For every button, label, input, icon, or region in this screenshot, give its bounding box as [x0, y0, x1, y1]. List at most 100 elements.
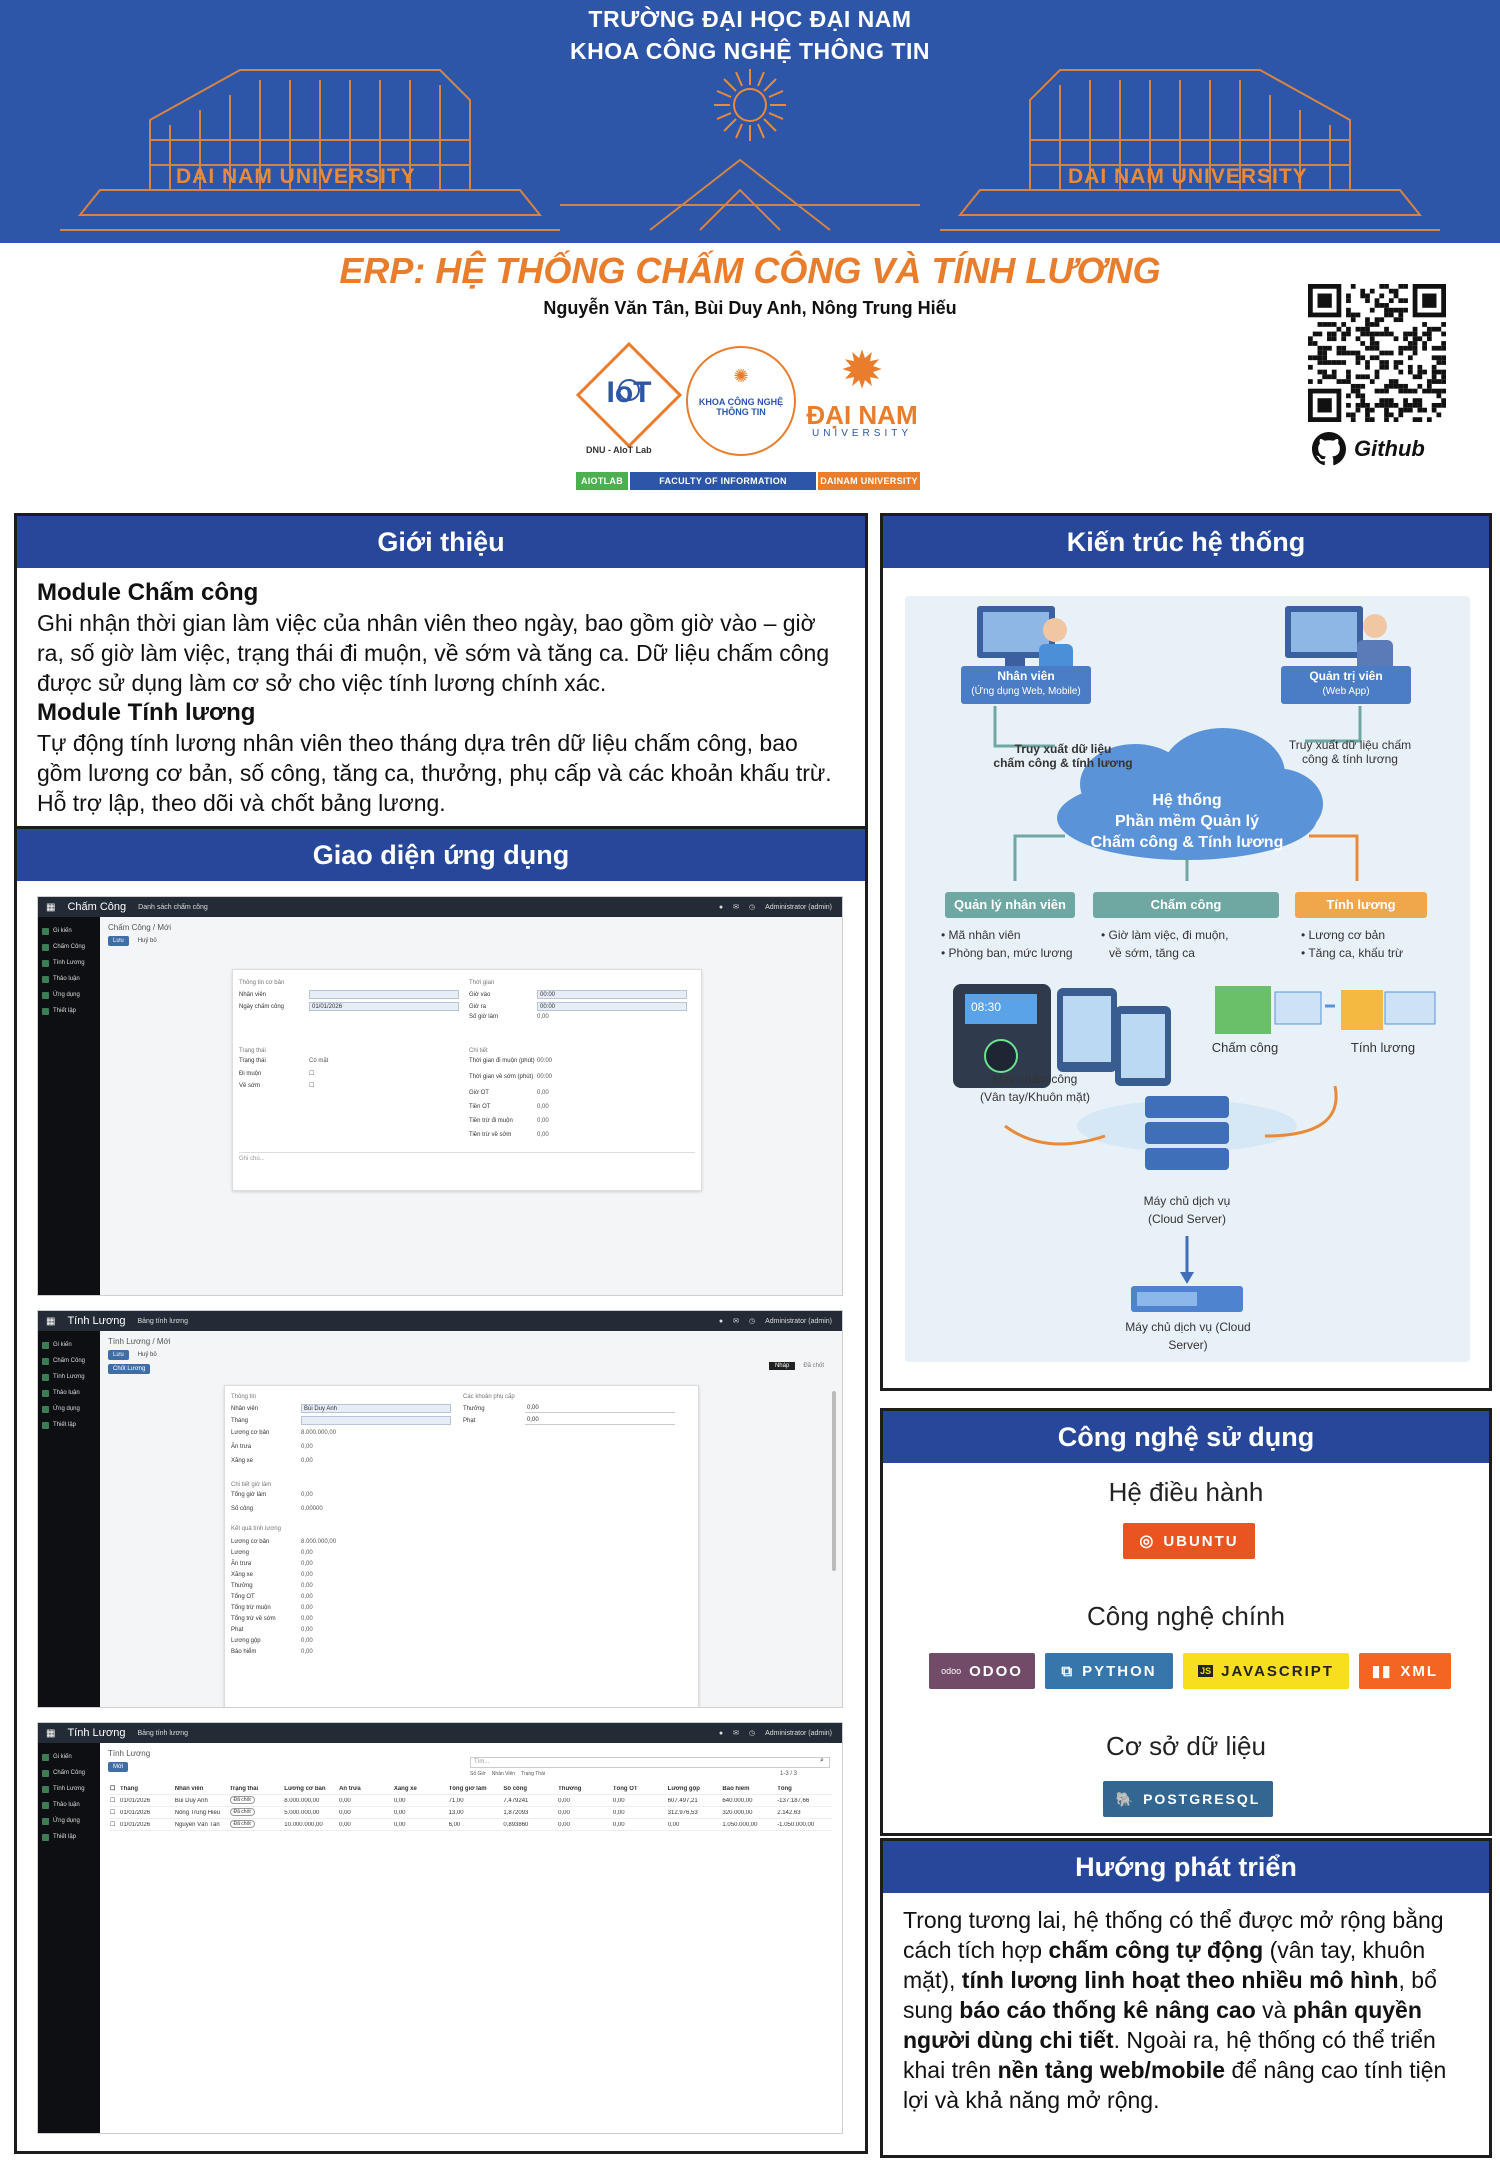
filter-chip[interactable]: Trạng Thái	[521, 1771, 545, 1777]
user-menu[interactable]: Administrator (admin)	[765, 903, 832, 911]
date-field[interactable]: 01/01/2026	[309, 1002, 459, 1011]
app-name[interactable]: Chấm Công	[67, 901, 127, 913]
bug-icon[interactable]: ●	[718, 1317, 724, 1325]
row-checkbox[interactable]: ☐	[110, 1822, 116, 1828]
sidebar-item[interactable]: Thiết lập	[38, 1829, 100, 1845]
sidebar-item[interactable]: Gi kiến	[38, 1749, 100, 1765]
github-link[interactable]: Github	[1312, 432, 1425, 466]
apps-grid-icon[interactable]: ▦	[46, 1315, 56, 1327]
employee-field[interactable]	[309, 990, 459, 999]
fine-field[interactable]: 0,00	[525, 1416, 675, 1425]
breadcrumb[interactable]: Tính Lương	[108, 1749, 151, 1758]
pager[interactable]: 1-3 / 3	[780, 1771, 798, 1777]
early-checkbox[interactable]: ☐	[309, 1083, 315, 1089]
clock-icon[interactable]: ◷	[748, 1730, 756, 1737]
sidebar-item[interactable]: Chấm Công	[38, 939, 100, 955]
note-field[interactable]: Ghi chú...	[239, 1152, 695, 1162]
scrollbar[interactable]	[832, 1391, 836, 1571]
column-header[interactable]: Tháng	[120, 1785, 138, 1792]
save-button[interactable]: Lưu	[108, 1350, 129, 1360]
status-done[interactable]: Đã chốt	[803, 1363, 824, 1369]
status-draft[interactable]: Nháp	[768, 1362, 796, 1370]
sidebar-item[interactable]: Gi kiến	[38, 923, 100, 939]
column-header[interactable]: Thưởng	[558, 1785, 582, 1792]
sidebar-item[interactable]: Thảo luận	[38, 971, 100, 987]
sidebar-item[interactable]: Ứng dụng	[38, 1401, 100, 1417]
breadcrumb[interactable]: Tính Lương / Mới	[108, 1337, 171, 1346]
employee-field[interactable]: Bùi Duy Anh	[301, 1404, 451, 1413]
column-header[interactable]: Tổng OT	[612, 1785, 638, 1792]
app-name[interactable]: Tính Lương	[67, 1727, 126, 1739]
late-checkbox[interactable]: ☐	[309, 1071, 315, 1077]
column-header[interactable]: Xăng xe	[393, 1785, 417, 1792]
column-header[interactable]: Trạng thái	[229, 1785, 259, 1792]
column-header[interactable]: Lương cơ bản	[284, 1785, 326, 1792]
sidebar-item[interactable]: Thiết lập	[38, 1417, 100, 1433]
chat-icon[interactable]: ✉	[733, 1730, 739, 1737]
save-button[interactable]: Lưu	[108, 936, 129, 946]
bug-icon[interactable]: ●	[718, 1729, 724, 1737]
architecture-diagram: Nhân viên (Ứng dụng Web, Mobile) Quản tr…	[905, 596, 1470, 1362]
sidebar-item[interactable]: Chấm Công	[38, 1353, 100, 1369]
column-header[interactable]: Bảo hiểm	[722, 1785, 750, 1792]
column-header[interactable]: Số công	[503, 1785, 528, 1792]
row-checkbox[interactable]: ☐	[110, 1798, 116, 1804]
user-menu[interactable]: Administrator (admin)	[765, 1729, 832, 1737]
menu-payroll[interactable]: Bảng tính lương	[137, 1729, 188, 1737]
apps-grid-icon[interactable]: ▦	[46, 901, 56, 913]
checkin-field[interactable]: 00:00	[537, 990, 687, 999]
table-cell: 0,00	[339, 1809, 351, 1816]
clock-icon[interactable]: ◷	[748, 1318, 756, 1325]
clock-icon[interactable]: ◷	[748, 904, 756, 911]
chat-icon[interactable]: ✉	[733, 904, 739, 911]
sidebar-item[interactable]: Ứng dụng	[38, 1813, 100, 1829]
bug-icon[interactable]: ●	[718, 903, 724, 911]
menu-payroll[interactable]: Bảng tính lương	[137, 1317, 188, 1325]
confirm-payroll-button[interactable]: Chốt Lương	[108, 1364, 151, 1374]
breadcrumb[interactable]: Chấm Công / Mới	[108, 923, 172, 932]
checkout-field[interactable]: 00:00	[537, 1002, 687, 1011]
result-value: 8.000.000,00	[301, 1538, 337, 1545]
search-input[interactable]: Tìm...	[470, 1757, 830, 1768]
column-header[interactable]: Ăn trưa	[339, 1785, 361, 1792]
table-cell: 01/01/2026	[120, 1797, 151, 1804]
filter-chip[interactable]: Số Giờ	[470, 1771, 486, 1777]
month-field[interactable]	[301, 1416, 451, 1425]
qr-code[interactable]	[1308, 284, 1446, 422]
sidebar-item[interactable]: Chấm Công	[38, 1765, 100, 1781]
select-all-checkbox[interactable]: ☐	[110, 1786, 116, 1792]
sidebar-item[interactable]: Gi kiến	[38, 1337, 100, 1353]
row-checkbox[interactable]: ☐	[110, 1810, 116, 1816]
menu-attendance-list[interactable]: Danh sách chấm công	[138, 903, 208, 911]
sidebar-item[interactable]: Thảo luận	[38, 1385, 100, 1401]
sidebar-item[interactable]: Ứng dụng	[38, 987, 100, 1003]
github-label: Github	[1354, 436, 1425, 461]
table-cell: 607.497,21	[667, 1797, 698, 1804]
sidebar-item[interactable]: Tính Lương	[38, 1369, 100, 1385]
discard-button[interactable]: Huỷ bỏ	[137, 938, 157, 944]
filter-chip[interactable]: Nhân Viên	[491, 1771, 516, 1777]
search-icon[interactable]: ⌕	[820, 1757, 824, 1764]
column-header[interactable]: Lương gộp	[667, 1785, 700, 1792]
state-value[interactable]: Có mặt	[309, 1058, 329, 1064]
new-button[interactable]: Mới	[108, 1762, 129, 1772]
apps-grid-icon[interactable]: ▦	[46, 1727, 56, 1739]
sidebar-item[interactable]: Thiết lập	[38, 1003, 100, 1019]
sidebar-item[interactable]: Thảo luận	[38, 1797, 100, 1813]
user-menu[interactable]: Administrator (admin)	[765, 1317, 832, 1325]
column-header[interactable]: Tổng giờ làm	[448, 1785, 487, 1792]
chat-icon[interactable]: ✉	[733, 1318, 739, 1325]
bonus-field[interactable]: 0,00	[525, 1404, 675, 1413]
discard-button[interactable]: Huỷ bỏ	[137, 1352, 157, 1358]
sidebar-item[interactable]: Tính Lương	[38, 1781, 100, 1797]
right-flow-label: Truy xuất dữ liệu chấm công & tính lương	[1288, 738, 1412, 766]
column-header[interactable]: Nhân viên	[174, 1785, 204, 1792]
column-header[interactable]: Tổng	[777, 1785, 792, 1792]
app-name[interactable]: Tính Lương	[67, 1315, 126, 1327]
sidebar-item[interactable]: Tính Lương	[38, 955, 100, 971]
